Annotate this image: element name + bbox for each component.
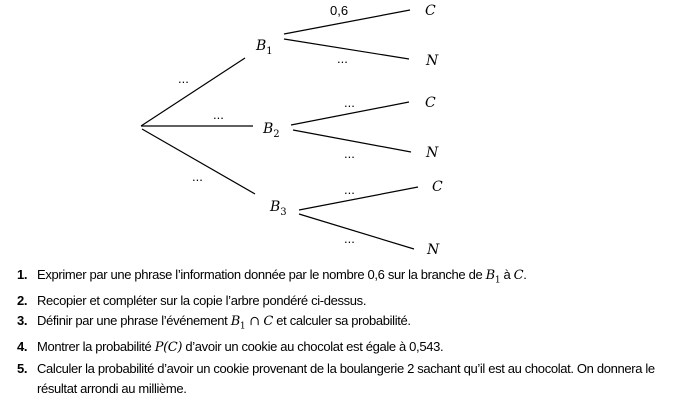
question-text: Calculer la probabilité d’avoir un cooki…: [37, 360, 655, 397]
prob-b2: ...: [213, 107, 224, 122]
leaf-b3-c: C: [432, 179, 443, 195]
question-text: d’avoir un cookie au chocolat est égale …: [182, 339, 444, 355]
question-number: 4.: [17, 339, 28, 355]
branch-root-b3: [141, 128, 256, 195]
leaf-b2-n: N: [426, 145, 439, 161]
branch-b2-c: [290, 101, 410, 126]
branch-b1-n: [283, 38, 410, 60]
branch-b2-n: [292, 129, 412, 153]
math-intersection: ∩: [245, 314, 264, 330]
question-2: 2. Recopier et compléter sur la copie l’a…: [0, 291, 657, 311]
math-b1: B1: [230, 314, 246, 332]
question-text: Exprimer par une phrase l’information do…: [37, 267, 486, 282]
probability-tree: [140, 9, 419, 250]
question-text: à: [500, 267, 514, 282]
question-text: Montrer la probabilité: [37, 339, 155, 355]
question-5: 5. Calculer la probabilité d’avoir un coo…: [0, 359, 657, 400]
prob-b3: ...: [192, 169, 203, 184]
branch-b3-n: [298, 213, 415, 250]
node-b1: B1: [256, 38, 273, 57]
prob-b3-c: ...: [344, 182, 355, 197]
question-text: Recopier et compléter sur la copie l’arb…: [37, 293, 367, 308]
prob-b1-c: 0,6: [330, 3, 349, 18]
math-b1: B1: [485, 268, 501, 286]
question-1: 1. Exprimer par une phrase l’information …: [0, 265, 657, 291]
question-text: Définir par une phrase l’événement: [37, 313, 231, 329]
math-c: C: [513, 268, 524, 283]
node-b2: B2: [263, 121, 280, 140]
question-3: 3.Définir par une phrase l’événement B1 …: [0, 311, 657, 337]
prob-b2-c: ...: [344, 95, 355, 110]
question-number: 3.: [17, 313, 28, 329]
math-c: C: [263, 314, 274, 330]
node-b3: B3: [270, 199, 287, 218]
math-p-c: P(C): [154, 340, 183, 356]
branch-b3-c: [298, 186, 419, 211]
branch-root-b1: [140, 57, 246, 127]
prob-b1-n: ...: [337, 51, 348, 66]
question-number: 1.: [17, 267, 28, 282]
leaf-b2-c: C: [425, 95, 436, 111]
question-list: 1. Exprimer par une phrase l’information …: [0, 265, 657, 400]
question-text: et calculer sa probabilité.: [273, 313, 411, 329]
prob-b1: ...: [178, 71, 189, 86]
question-number: 5.: [17, 360, 28, 376]
question-number: 2.: [17, 293, 28, 308]
question-4: 4. Montrer la probabilité P(C) d’avoir un…: [0, 337, 657, 358]
prob-b2-n: ...: [344, 146, 355, 161]
leaf-b3-n: N: [427, 242, 440, 258]
leaf-b1-n: N: [426, 53, 439, 69]
question-text: .: [523, 267, 527, 282]
branch-b1-c: [283, 9, 411, 35]
leaf-b1-c: C: [425, 3, 436, 19]
prob-b3-n: ...: [344, 231, 355, 246]
